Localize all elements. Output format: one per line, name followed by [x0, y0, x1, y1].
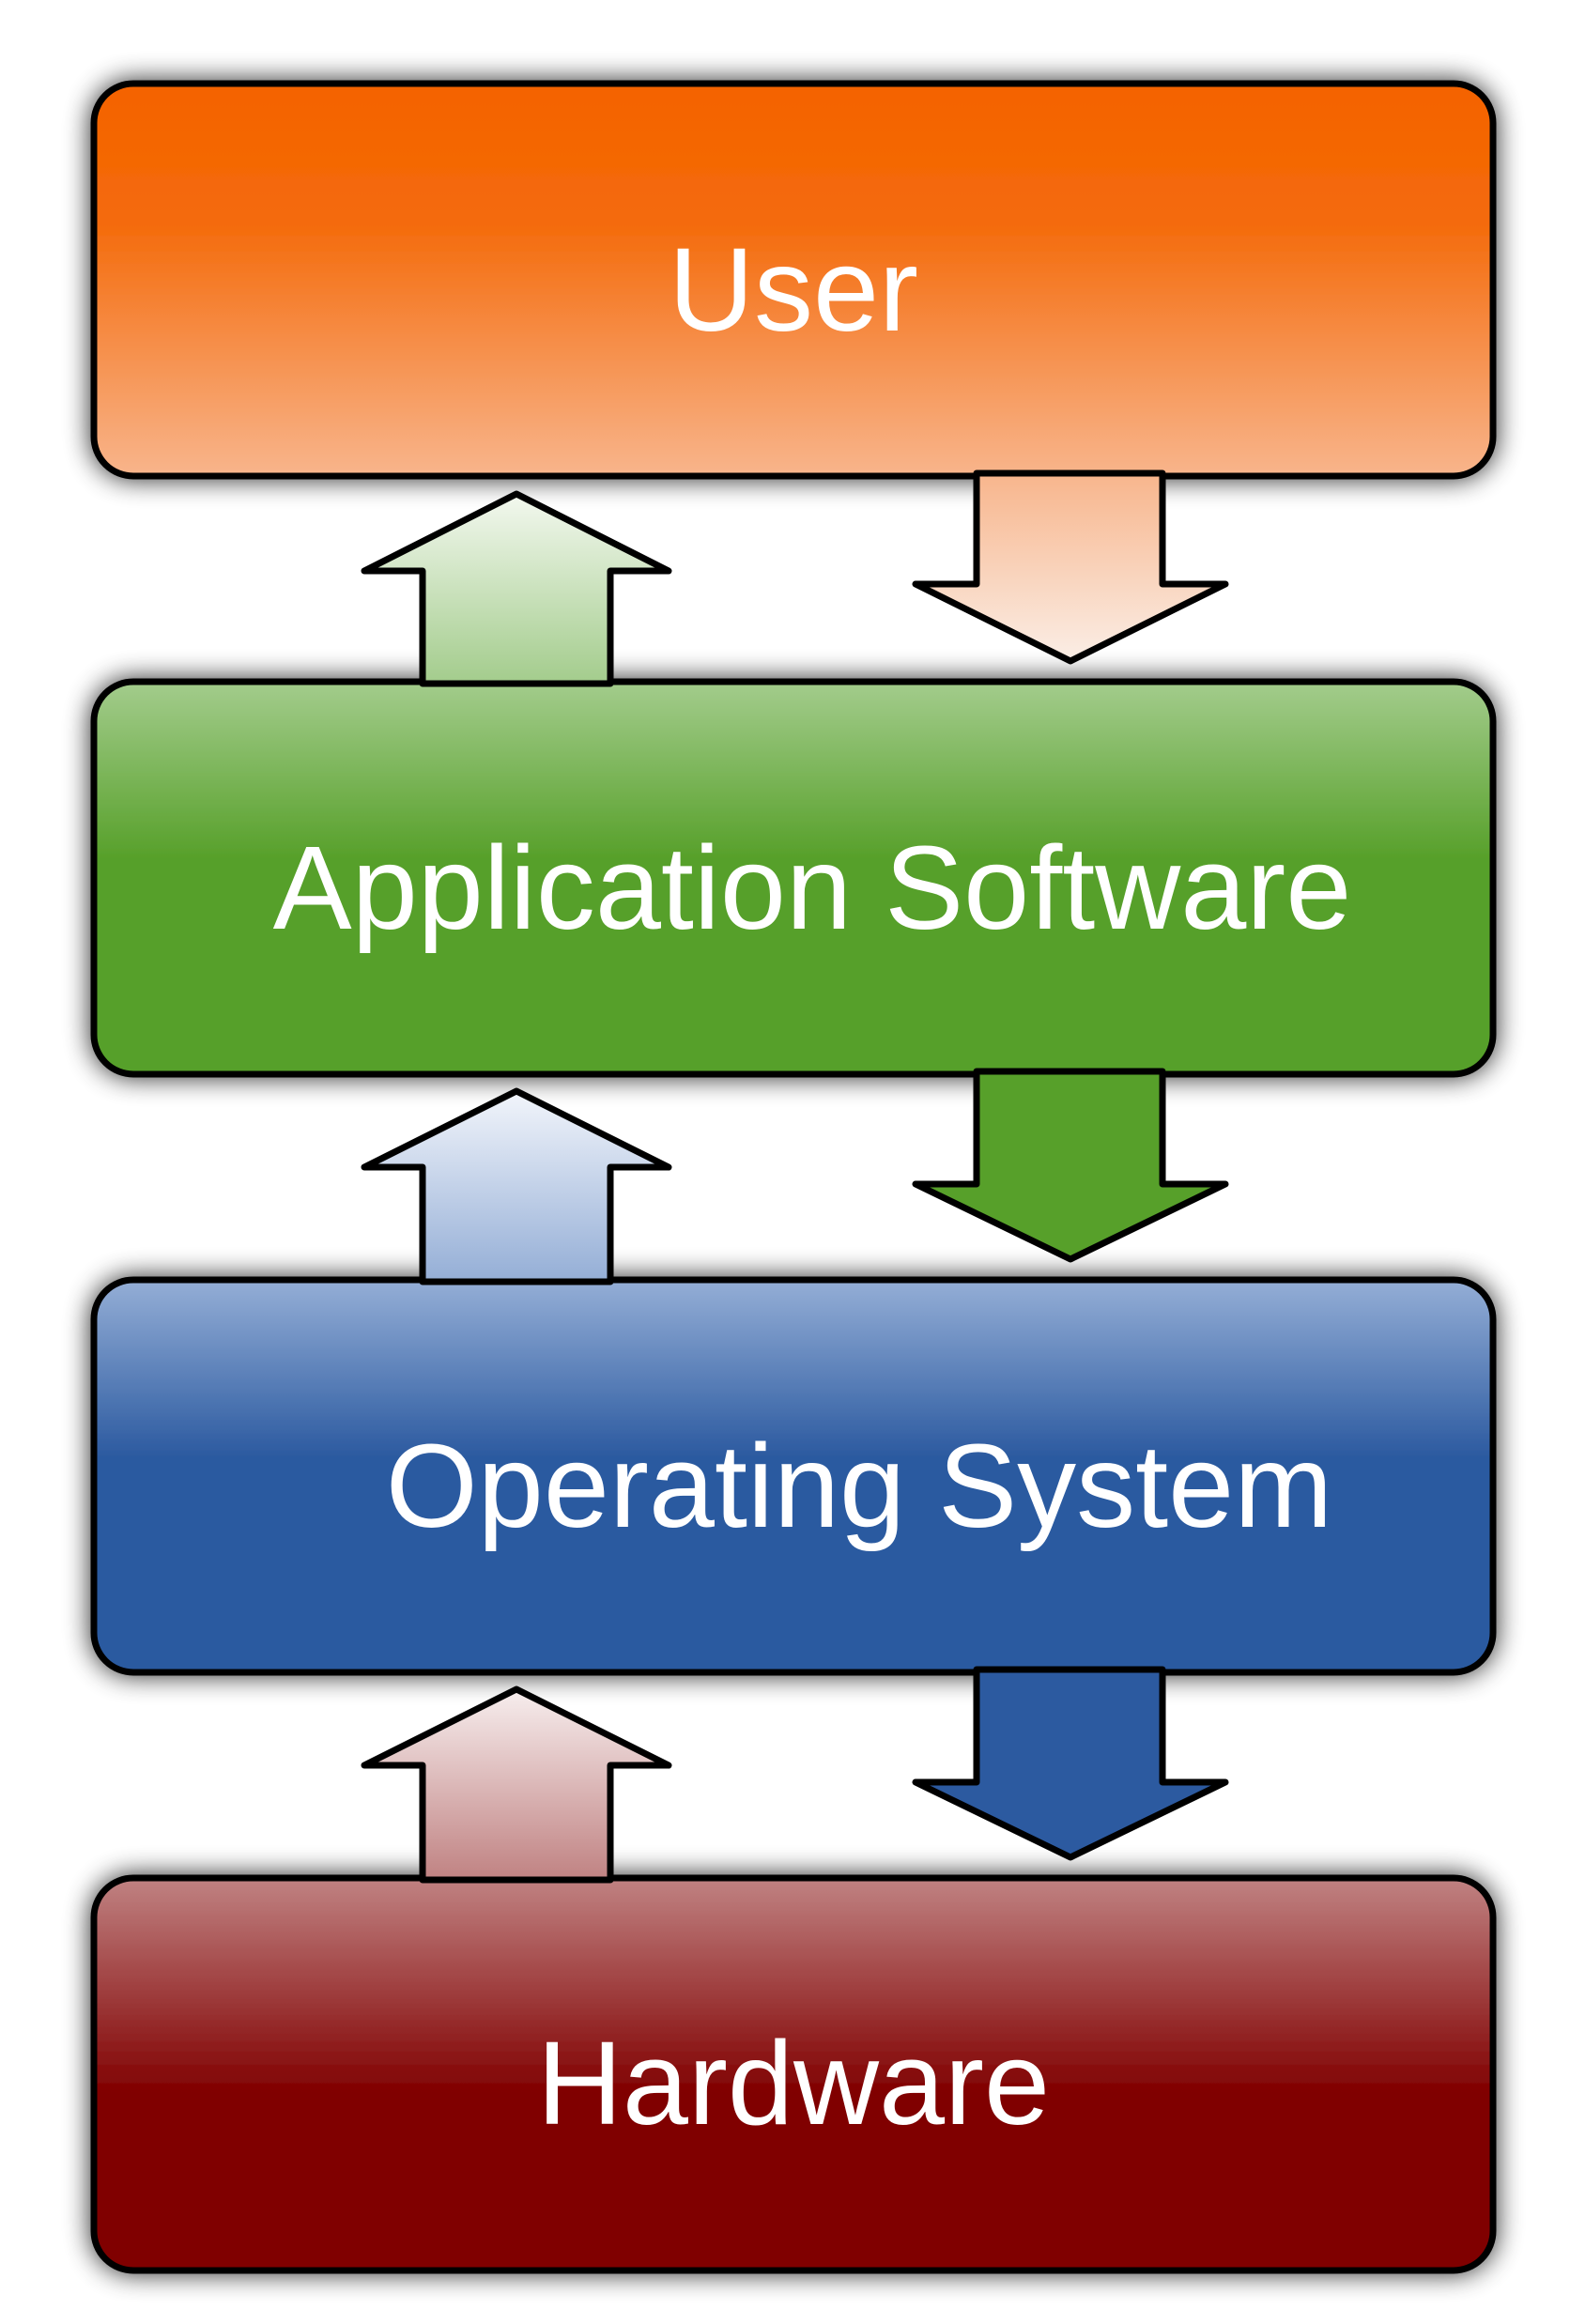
- arrow-down-icon: [912, 469, 1229, 665]
- arrow-up-icon: [361, 1685, 672, 1884]
- layer-label-application-software: Application Software: [273, 822, 1352, 954]
- layer-label-user: User: [669, 223, 918, 356]
- layer-label-hardware: Hardware: [537, 2017, 1050, 2149]
- layer-label-operating-system: Operating System: [386, 1420, 1332, 1552]
- arrow-down-icon: [912, 1068, 1229, 1263]
- arrow-up-icon: [361, 1087, 672, 1285]
- arrow-up-icon: [361, 490, 672, 687]
- arrow-down-icon: [912, 1666, 1229, 1861]
